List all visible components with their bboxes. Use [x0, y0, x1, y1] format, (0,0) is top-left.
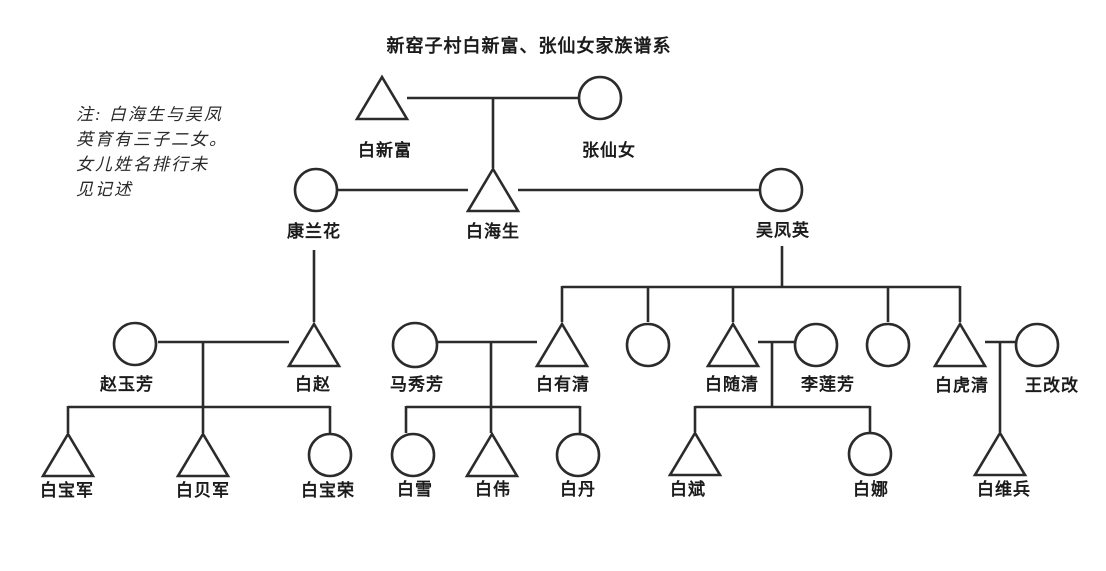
person-label: 白娜	[853, 479, 889, 499]
female-circle-symbol	[390, 432, 436, 478]
female-circle-symbol	[865, 322, 911, 368]
person-bai-weibing: 白维兵	[972, 430, 1031, 499]
person-label: 白新富	[358, 140, 412, 160]
person-label: 白海生	[466, 221, 520, 241]
person-bai-na: 白娜	[847, 431, 893, 499]
female-circle-symbol	[112, 321, 158, 367]
person-label: 白虎清	[935, 375, 989, 395]
person-bai-dan: 白丹	[555, 432, 601, 499]
person-ma-xiufang: 马秀芳	[390, 321, 444, 394]
note-line: 注: 白海生与吴凤	[76, 105, 223, 124]
female-circle-symbol	[758, 167, 804, 213]
person-bai-suiqing: 白随清	[705, 321, 761, 394]
female-circle-symbol	[577, 75, 623, 121]
male-triangle-symbol	[465, 166, 521, 213]
male-triangle-symbol	[354, 74, 410, 121]
person-bai-haisheng: 白海生	[465, 166, 521, 241]
female-circle-symbol	[391, 321, 439, 369]
person-label: 李莲芳	[801, 374, 855, 394]
note-line: 见记述	[76, 180, 133, 199]
person-label: 白斌	[670, 479, 706, 499]
male-triangle-symbol	[932, 321, 988, 368]
person-bai-wei: 白伟	[464, 431, 520, 499]
person-bai-baorong: 白宝荣	[301, 432, 355, 500]
person-label: 马秀芳	[390, 374, 444, 394]
male-triangle-symbol	[286, 321, 342, 368]
person-bai-huqing: 白虎清	[932, 321, 989, 395]
person-kang-lanhua: 康兰花	[287, 167, 341, 241]
person-unnamed-daughter-1	[625, 322, 671, 368]
person-zhang-xiannv: 张仙女	[577, 75, 636, 160]
male-triangle-symbol	[175, 431, 231, 478]
male-triangle-symbol	[464, 431, 520, 478]
person-li-lianfang: 李莲芳	[793, 322, 855, 394]
person-bai-baojun: 白宝军	[40, 431, 96, 500]
person-label: 白有清	[536, 374, 590, 394]
person-label: 张仙女	[582, 140, 636, 160]
person-label: 白伟	[475, 479, 511, 499]
person-label: 白随清	[705, 374, 759, 394]
person-bai-youqing: 白有清	[534, 321, 590, 394]
connector-lines	[66, 96, 1016, 433]
note-line: 英育有三子二女。	[76, 130, 228, 149]
person-unnamed-daughter-2	[865, 322, 911, 368]
female-circle-symbol	[307, 432, 353, 478]
person-label: 赵玉芳	[99, 374, 154, 394]
note-line: 女儿姓名排行未	[76, 155, 209, 174]
female-circle-symbol	[293, 167, 339, 213]
female-circle-symbol	[555, 432, 601, 478]
male-triangle-symbol	[705, 321, 761, 368]
person-label: 白雪	[397, 479, 433, 499]
female-circle-symbol	[1014, 322, 1060, 368]
male-triangle-symbol	[534, 321, 590, 368]
note-block: 注: 白海生与吴凤 英育有三子二女。 女儿姓名排行未 见记述	[76, 105, 228, 199]
person-label: 白宝荣	[301, 480, 355, 500]
person-bai-xue: 白雪	[390, 432, 436, 499]
person-label: 白贝军	[176, 480, 230, 500]
person-label: 王改改	[1025, 375, 1079, 395]
person-label: 白维兵	[977, 479, 1031, 499]
diagram-title: 新窑子村白新富、张仙女家族谱系	[387, 35, 672, 56]
female-circle-symbol	[793, 322, 839, 368]
person-label: 白丹	[560, 479, 596, 499]
person-wu-fengying: 吴凤英	[756, 167, 810, 240]
person-label: 吴凤英	[756, 220, 810, 240]
male-triangle-symbol	[972, 430, 1028, 477]
person-label: 白赵	[295, 374, 331, 394]
person-label: 白宝军	[40, 480, 94, 500]
female-circle-symbol	[625, 322, 671, 368]
male-triangle-symbol	[667, 430, 723, 477]
person-zhao-yufang: 赵玉芳	[99, 321, 158, 394]
male-triangle-symbol	[40, 431, 96, 478]
person-bai-xinfu: 白新富	[354, 74, 412, 160]
person-wang-gaigai: 王改改	[1014, 322, 1079, 395]
female-circle-symbol	[847, 431, 893, 477]
person-bai-bin: 白斌	[667, 430, 723, 499]
person-bai-zhao: 白赵	[286, 321, 342, 394]
person-label: 康兰花	[287, 221, 341, 241]
person-bai-beijun: 白贝军	[175, 431, 231, 500]
